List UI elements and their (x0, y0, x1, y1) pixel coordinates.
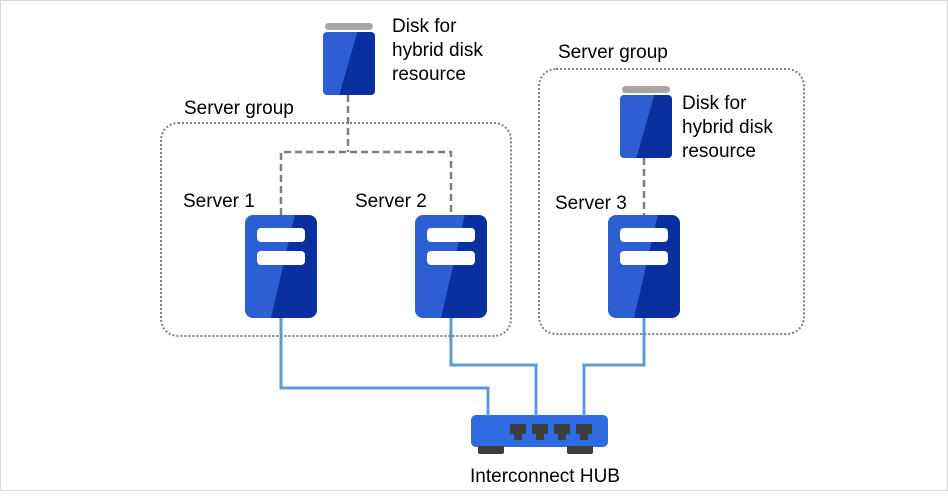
server-3-icon (608, 215, 680, 318)
disk-cap (325, 23, 373, 30)
server-group-label-right: Server group (558, 42, 668, 63)
server3-label: Server 3 (555, 193, 627, 214)
server-group-box-left (160, 122, 512, 337)
server1-hub-line (279, 318, 490, 415)
server-slot (620, 228, 668, 242)
hub-body (471, 415, 608, 447)
server-slot (257, 228, 305, 242)
server-group-label-left: Server group (184, 98, 294, 119)
hub-foot (478, 446, 504, 454)
hybrid-disk-label-right: Disk for hybrid disk resource (682, 93, 773, 162)
server-2-icon (415, 215, 487, 318)
disk-body (620, 95, 672, 158)
hybrid-disk-label-top: Disk for hybrid disk resource (392, 16, 483, 85)
server3-hub-line (582, 318, 646, 415)
server-1-icon (245, 215, 317, 318)
server-group-box-right (538, 68, 805, 335)
server-slot (620, 251, 668, 265)
server2-hub-line (449, 318, 538, 415)
hub-port-icon (532, 424, 548, 440)
disk-cap (622, 86, 670, 93)
server-slot (427, 228, 475, 242)
hub-port-icon (510, 424, 526, 440)
server1-label: Server 1 (183, 191, 255, 212)
disk1-branch-line (279, 150, 453, 215)
disk-body (323, 32, 375, 95)
hub-label: Interconnect HUB (470, 466, 620, 487)
hub-foot (567, 446, 593, 454)
server2-label: Server 2 (355, 191, 427, 212)
server-slot (257, 251, 305, 265)
server-slot (427, 251, 475, 265)
hub-port-icon (554, 424, 570, 440)
hybrid-disk-icon-top (323, 23, 375, 95)
hybrid-disk-icon-right (620, 86, 672, 158)
interconnect-hub-icon (471, 415, 608, 455)
hub-port-icon (576, 424, 592, 440)
